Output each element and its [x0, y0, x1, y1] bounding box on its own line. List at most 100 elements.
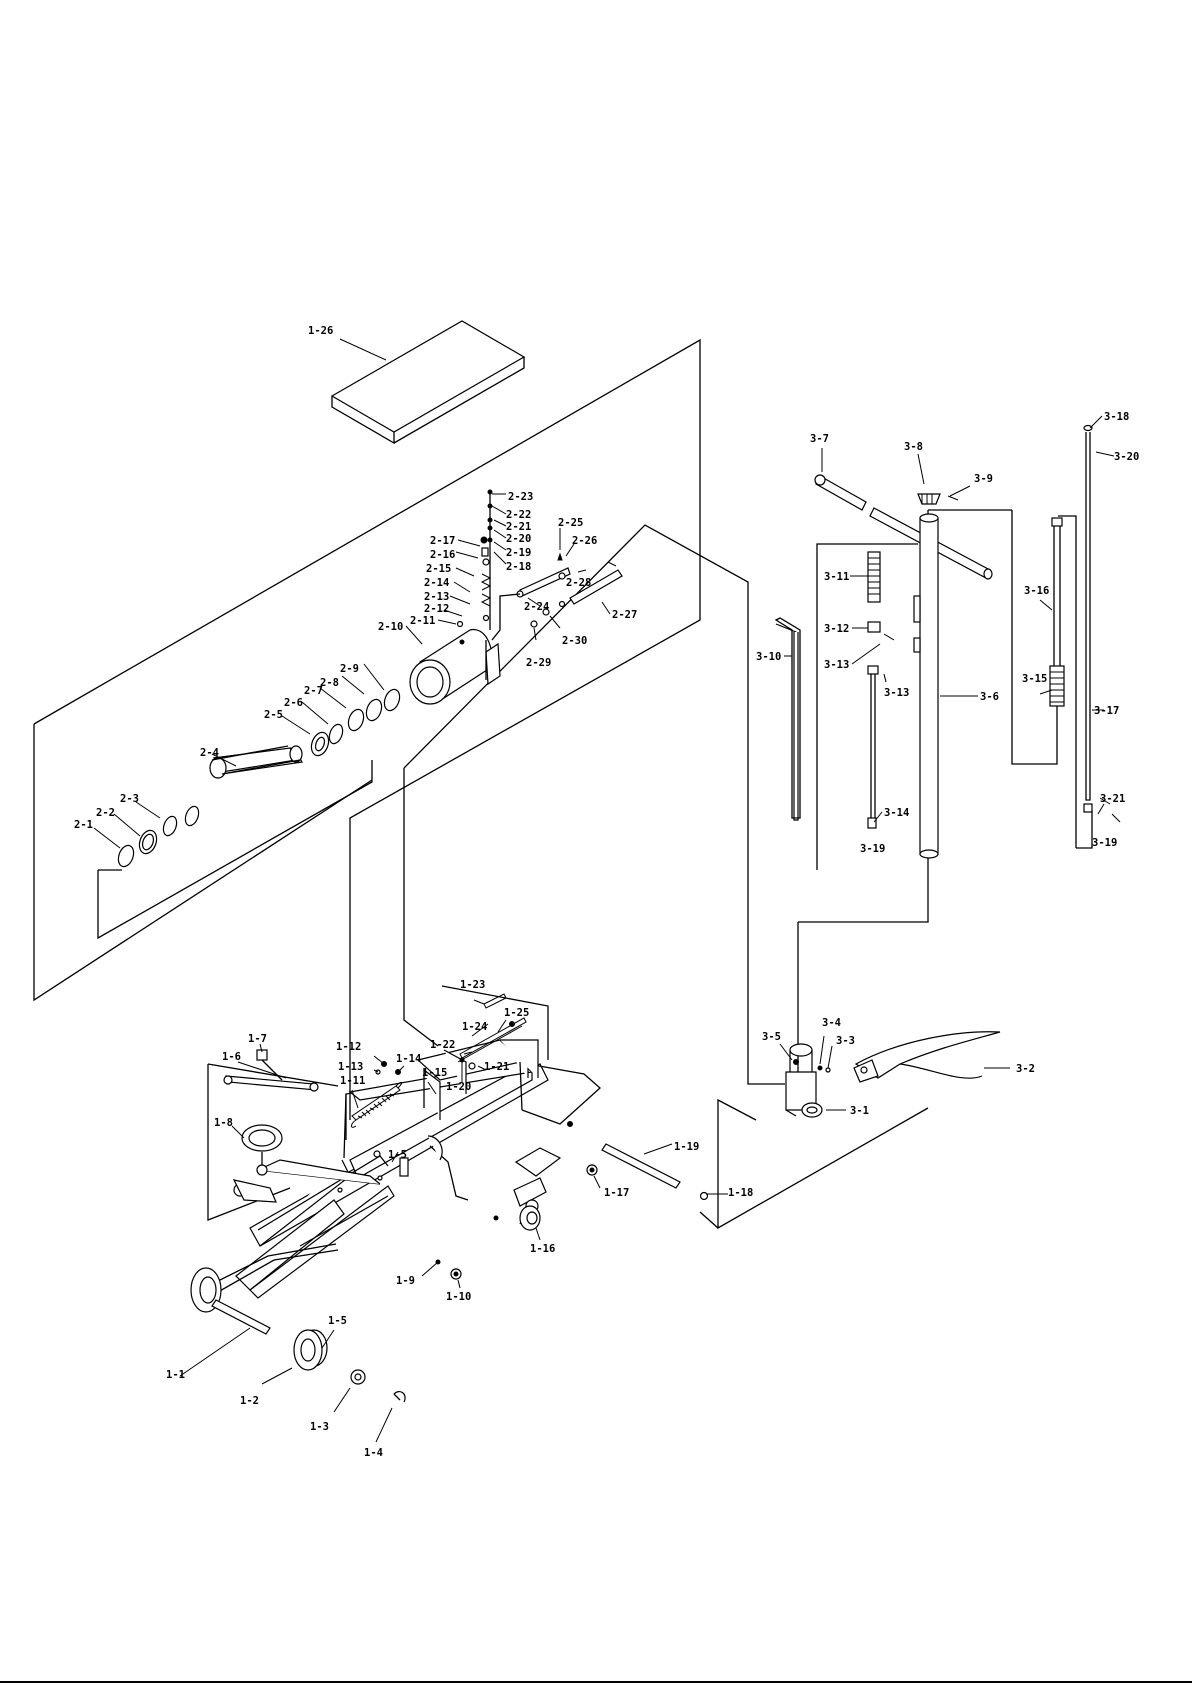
page-bottom-rule — [0, 1681, 1192, 1683]
seal-2-5 — [310, 731, 330, 757]
callout-2-23: 2-23 — [508, 491, 533, 503]
group-3-leader-lines — [779, 415, 1121, 1111]
callout-1-3: 1-3 — [310, 1421, 329, 1433]
pin-3-4 — [817, 1065, 823, 1071]
ring-2-6 — [328, 723, 344, 745]
callout-2-14: 2-14 — [424, 577, 449, 589]
link-bar-part — [223, 1075, 319, 1092]
callout-1-2: 1-2 — [240, 1395, 259, 1407]
callout-3-16: 3-16 — [1024, 585, 1049, 597]
callout-3-8: 3-8 — [904, 441, 923, 453]
pin-3-13 — [883, 633, 895, 641]
callout-labels: 1-26 1-1 1-2 1-3 1-4 1-5 1-5 1-6 1-7 1-8… — [74, 325, 1139, 1459]
callout-1-16: 1-16 — [530, 1243, 555, 1255]
callout-2-1: 2-1 — [74, 819, 93, 831]
group-2-leader-lines — [93, 493, 611, 849]
pin-3-3 — [825, 1067, 831, 1073]
callout-2-3: 2-3 — [120, 793, 139, 805]
callout-2-9: 2-9 — [340, 663, 359, 675]
callout-1-25: 1-25 — [504, 1007, 529, 1019]
callout-1-7: 1-7 — [248, 1033, 267, 1045]
callout-2-2: 2-2 — [96, 807, 115, 819]
callout-2-24: 2-24 — [524, 601, 549, 613]
callout-1-12: 1-12 — [336, 1041, 361, 1053]
cover-plate-part — [330, 320, 526, 445]
bolt-3-5 — [793, 1059, 799, 1065]
callout-2-10: 2-10 — [378, 621, 403, 633]
callout-1-5-wheel: 1-5 — [328, 1315, 347, 1327]
callout-2-5: 2-5 — [264, 709, 283, 721]
callout-2-15: 2-15 — [426, 563, 451, 575]
release-valve-2-24-to-2-30 — [491, 552, 623, 641]
callout-1-21: 1-21 — [484, 1061, 509, 1073]
callout-1-10: 1-10 — [446, 1291, 471, 1303]
saddle-part — [232, 1124, 283, 1203]
callout-2-8: 2-8 — [320, 677, 339, 689]
handle-grip-3-7 — [814, 474, 993, 580]
pin-set-1-20-to-1-25 — [457, 993, 527, 1070]
callout-3-9: 3-9 — [974, 473, 993, 485]
spring-3-11 — [867, 551, 881, 603]
valve-stack-2-11-to-2-23 — [456, 489, 493, 630]
main-frame-part — [249, 1039, 601, 1247]
return-spring-part — [351, 1081, 403, 1128]
callout-2-21: 2-21 — [506, 521, 531, 533]
seal-ring-2-3 — [162, 815, 178, 837]
callout-2-17: 2-17 — [430, 535, 455, 547]
handle-socket-3-1 — [785, 1043, 823, 1118]
callout-3-12: 3-12 — [824, 623, 849, 635]
frame-assembly — [179, 320, 728, 1443]
front-wheel-assembly — [190, 1267, 406, 1403]
lift-arm-part — [203, 1159, 395, 1301]
callout-2-22: 2-22 — [506, 509, 531, 521]
pump-assembly — [93, 489, 623, 868]
callout-3-3: 3-3 — [836, 1035, 855, 1047]
callout-3-7: 3-7 — [810, 433, 829, 445]
callout-1-13: 1-13 — [338, 1061, 363, 1073]
callout-2-7: 2-7 — [304, 685, 323, 697]
callout-2-19: 2-19 — [506, 547, 531, 559]
callout-1-5-frame: 1-5 — [388, 1149, 407, 1161]
callout-1-19: 1-19 — [674, 1141, 699, 1153]
callout-2-13: 2-13 — [424, 591, 449, 603]
callout-2-12: 2-12 — [424, 603, 449, 615]
callout-1-24: 1-24 — [462, 1021, 487, 1033]
seal-ring-2-2 — [138, 829, 158, 855]
callout-3-19-left: 3-19 — [860, 843, 885, 855]
handle-assembly — [774, 415, 1121, 1118]
nut-part-1-17 — [586, 1164, 598, 1176]
callout-1-18: 1-18 — [728, 1187, 753, 1199]
callout-2-27: 2-27 — [612, 609, 637, 621]
bolt-set-1-9-1-10 — [435, 1259, 462, 1280]
callout-3-11: 3-11 — [824, 571, 849, 583]
seal-ring-2-1 — [117, 844, 135, 868]
callout-3-1: 3-1 — [850, 1105, 869, 1117]
ring-2-9 — [383, 688, 401, 712]
callout-3-2: 3-2 — [1016, 1063, 1035, 1075]
clip-3-9 — [947, 495, 959, 501]
rod-3-17 — [1083, 424, 1093, 813]
callout-2-6: 2-6 — [284, 697, 303, 709]
callout-3-19-right: 3-19 — [1092, 837, 1117, 849]
rod-3-10 — [774, 617, 801, 821]
group-boundary-lines — [33, 338, 1093, 1230]
cap-3-8 — [917, 493, 941, 505]
axle-rod-part — [567, 1121, 709, 1201]
callout-1-6: 1-6 — [222, 1051, 241, 1063]
ram-piston-2-4 — [209, 745, 303, 779]
group-1-leader-lines — [179, 338, 728, 1443]
callout-1-17: 1-17 — [604, 1187, 629, 1199]
callout-3-15: 3-15 — [1022, 673, 1047, 685]
callout-3-4: 3-4 — [822, 1017, 841, 1029]
callout-2-20: 2-20 — [506, 533, 531, 545]
callout-3-13-lower: 3-13 — [884, 687, 909, 699]
callout-1-20: 1-20 — [446, 1081, 471, 1093]
callout-1-4: 1-4 — [364, 1447, 383, 1459]
callout-3-6: 3-6 — [980, 691, 999, 703]
callout-1-14: 1-14 — [396, 1053, 421, 1065]
rod-3-13 — [867, 665, 879, 829]
callout-3-18: 3-18 — [1104, 411, 1129, 423]
callout-2-18: 2-18 — [506, 561, 531, 573]
callout-2-26: 2-26 — [572, 535, 597, 547]
